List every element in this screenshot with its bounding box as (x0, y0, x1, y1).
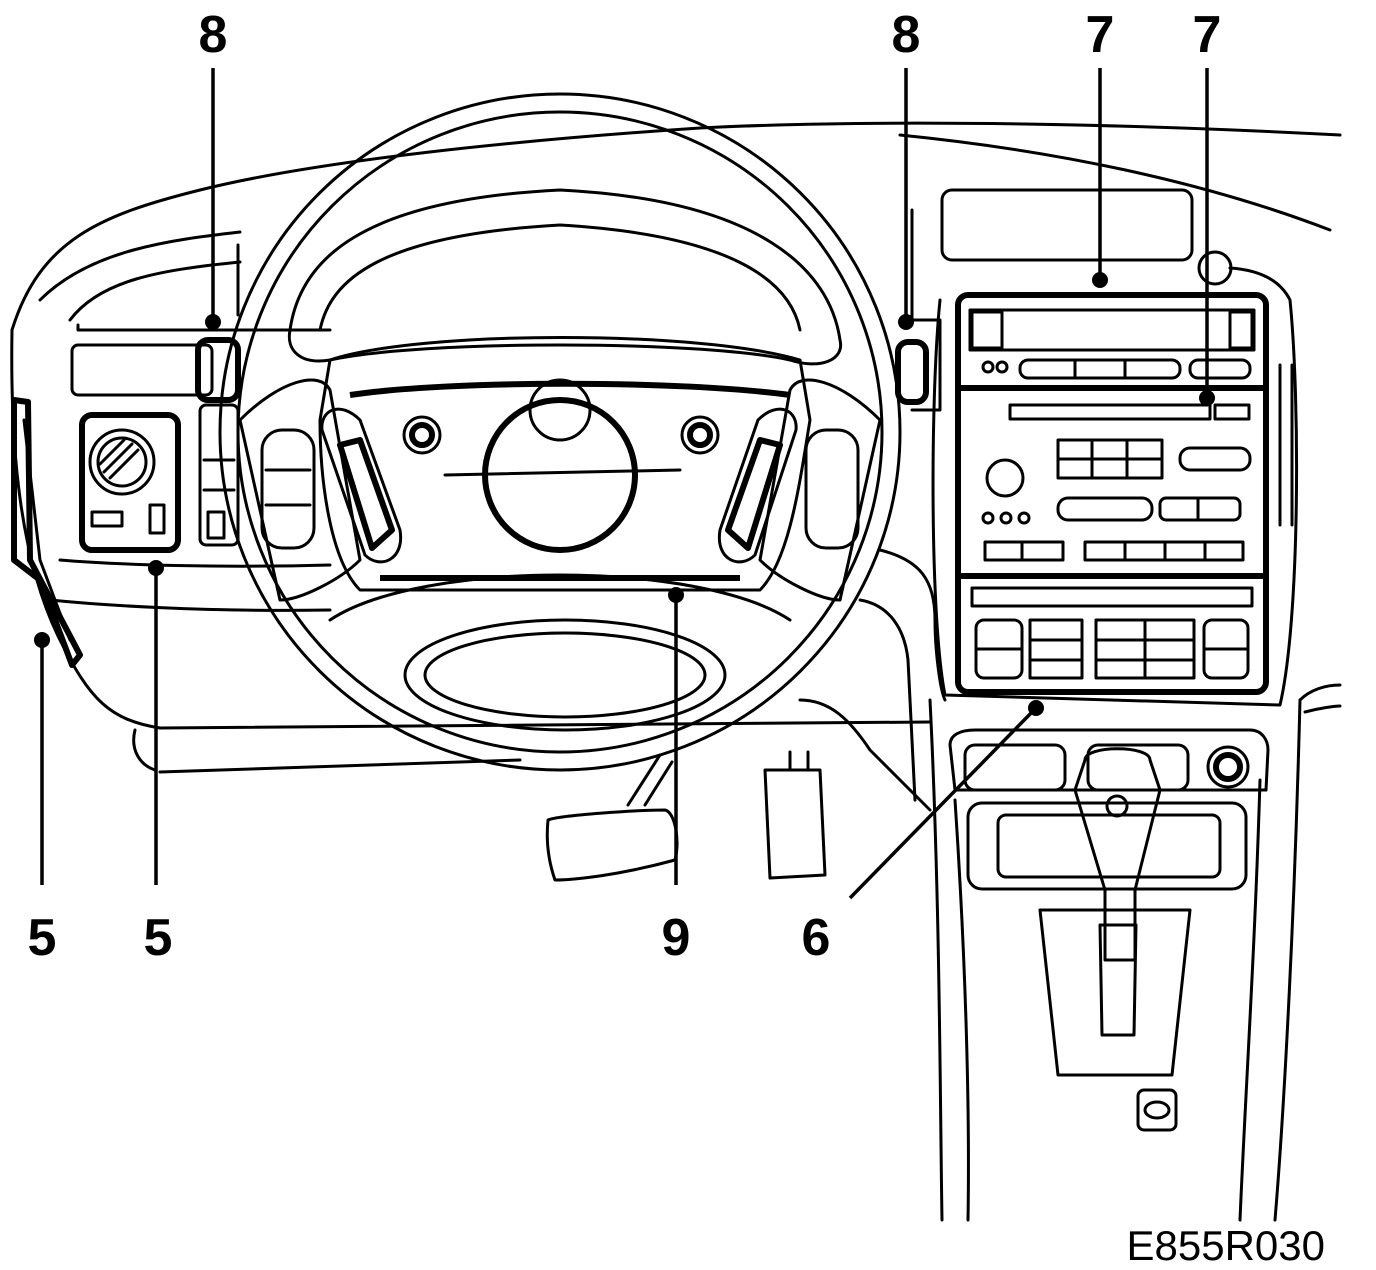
callout-label-9: 9 (662, 909, 691, 967)
callout-dot-9 (668, 587, 684, 603)
left-air-vent (70, 243, 241, 547)
center-stack (931, 188, 1299, 707)
leader-lines (34, 68, 1215, 900)
callout-label-5a: 5 (28, 909, 57, 967)
callout-label-7b: 7 (1193, 6, 1222, 64)
pedals (545, 750, 827, 882)
callout-labels: 8 8 7 7 5 5 9 6 (28, 6, 1222, 967)
callout-dot-6 (1028, 700, 1044, 716)
callout-dot-8b (898, 314, 914, 330)
callout-label-8b: 8 (892, 6, 921, 64)
callout-label-7a: 7 (1086, 6, 1115, 64)
figure-reference: E855R030 (1127, 1222, 1326, 1269)
callout-dot-5b (148, 560, 164, 576)
steering-wheel (218, 92, 902, 772)
callout-label-5b: 5 (144, 909, 173, 967)
callout-dot-7a (1092, 272, 1108, 288)
callout-label-8a: 8 (199, 6, 228, 64)
callout-dot-8a (205, 314, 221, 330)
callout-dot-7b (1199, 390, 1215, 406)
headlight-switch-panel (79, 412, 181, 553)
callout-label-6: 6 (802, 909, 831, 967)
side-vent-left (11, 397, 83, 668)
callout-dot-5a (34, 632, 50, 648)
center-console (798, 548, 1342, 1222)
right-stalk-area (895, 208, 942, 412)
